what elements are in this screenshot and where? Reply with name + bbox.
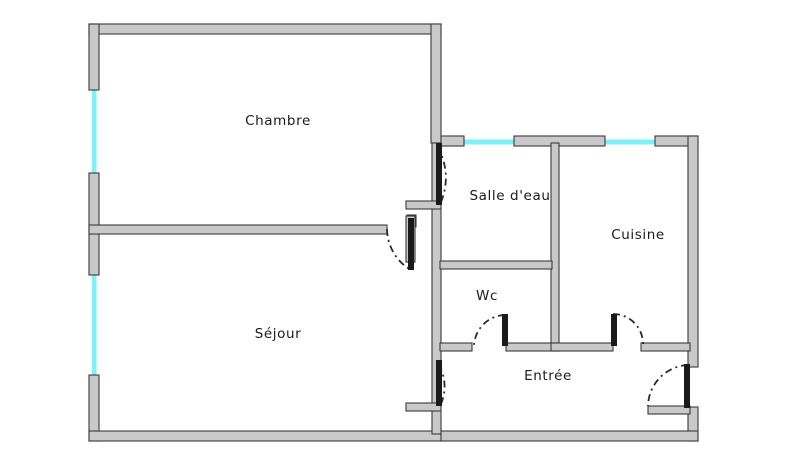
wall-exterior-bottom-left [88,430,443,442]
wall-jamb-salle-deau [405,200,442,210]
door-arc [612,313,644,347]
door-cuisine [611,313,644,347]
door-sejour [386,218,414,271]
wall-chambre-sejour-partition [88,224,388,235]
wall-exterior-left-middle [88,172,100,276]
wall-cuisine-vertical [550,142,560,352]
wall-chambre-right [430,23,442,144]
door-leaf [408,218,414,270]
door-leaf [611,314,617,346]
room-label-sejour: Séjour [255,326,302,342]
door-arc [386,228,412,271]
window-cuisine [603,139,657,145]
door-leaf [436,143,442,205]
wall-exterior-left-upper [88,23,100,91]
windows-layer [92,88,657,377]
wall-cuisine-bottom-left [550,342,614,352]
door-arc [647,364,689,407]
window-chambre-left [92,88,97,175]
wall-jamb-entree-main [647,405,691,415]
wall-wc-bottom-left [439,342,473,352]
room-label-wc: Wc [476,288,498,304]
wall-top-salle-left-pier [440,135,465,147]
wall-exterior-top [88,23,442,35]
room-labels-layer: Chambre Séjour Salle d'eau Cuisine Wc En… [245,113,665,384]
door-salle-deau [436,143,447,205]
wall-exterior-right [687,135,699,368]
window-sejour-left [92,273,97,377]
door-arc [473,314,506,347]
doors-layer [386,143,690,408]
door-entree-main [647,364,690,408]
door-leaf [684,364,690,408]
door-wc [473,314,508,347]
door-entree-left [436,360,446,406]
door-leaf [502,314,508,346]
wall-exterior-bottom-right [440,430,699,442]
wall-jamb-entree-left [405,402,442,412]
window-salle-deau [462,139,516,145]
room-label-chambre: Chambre [245,113,311,129]
wall-salle-wc-divider [439,260,553,270]
room-label-cuisine: Cuisine [611,227,665,243]
room-label-entree: Entrée [524,368,572,384]
wall-cuisine-bottom-right [640,342,691,352]
room-label-salle-deau: Salle d'eau [470,188,551,204]
door-leaf [436,360,442,406]
